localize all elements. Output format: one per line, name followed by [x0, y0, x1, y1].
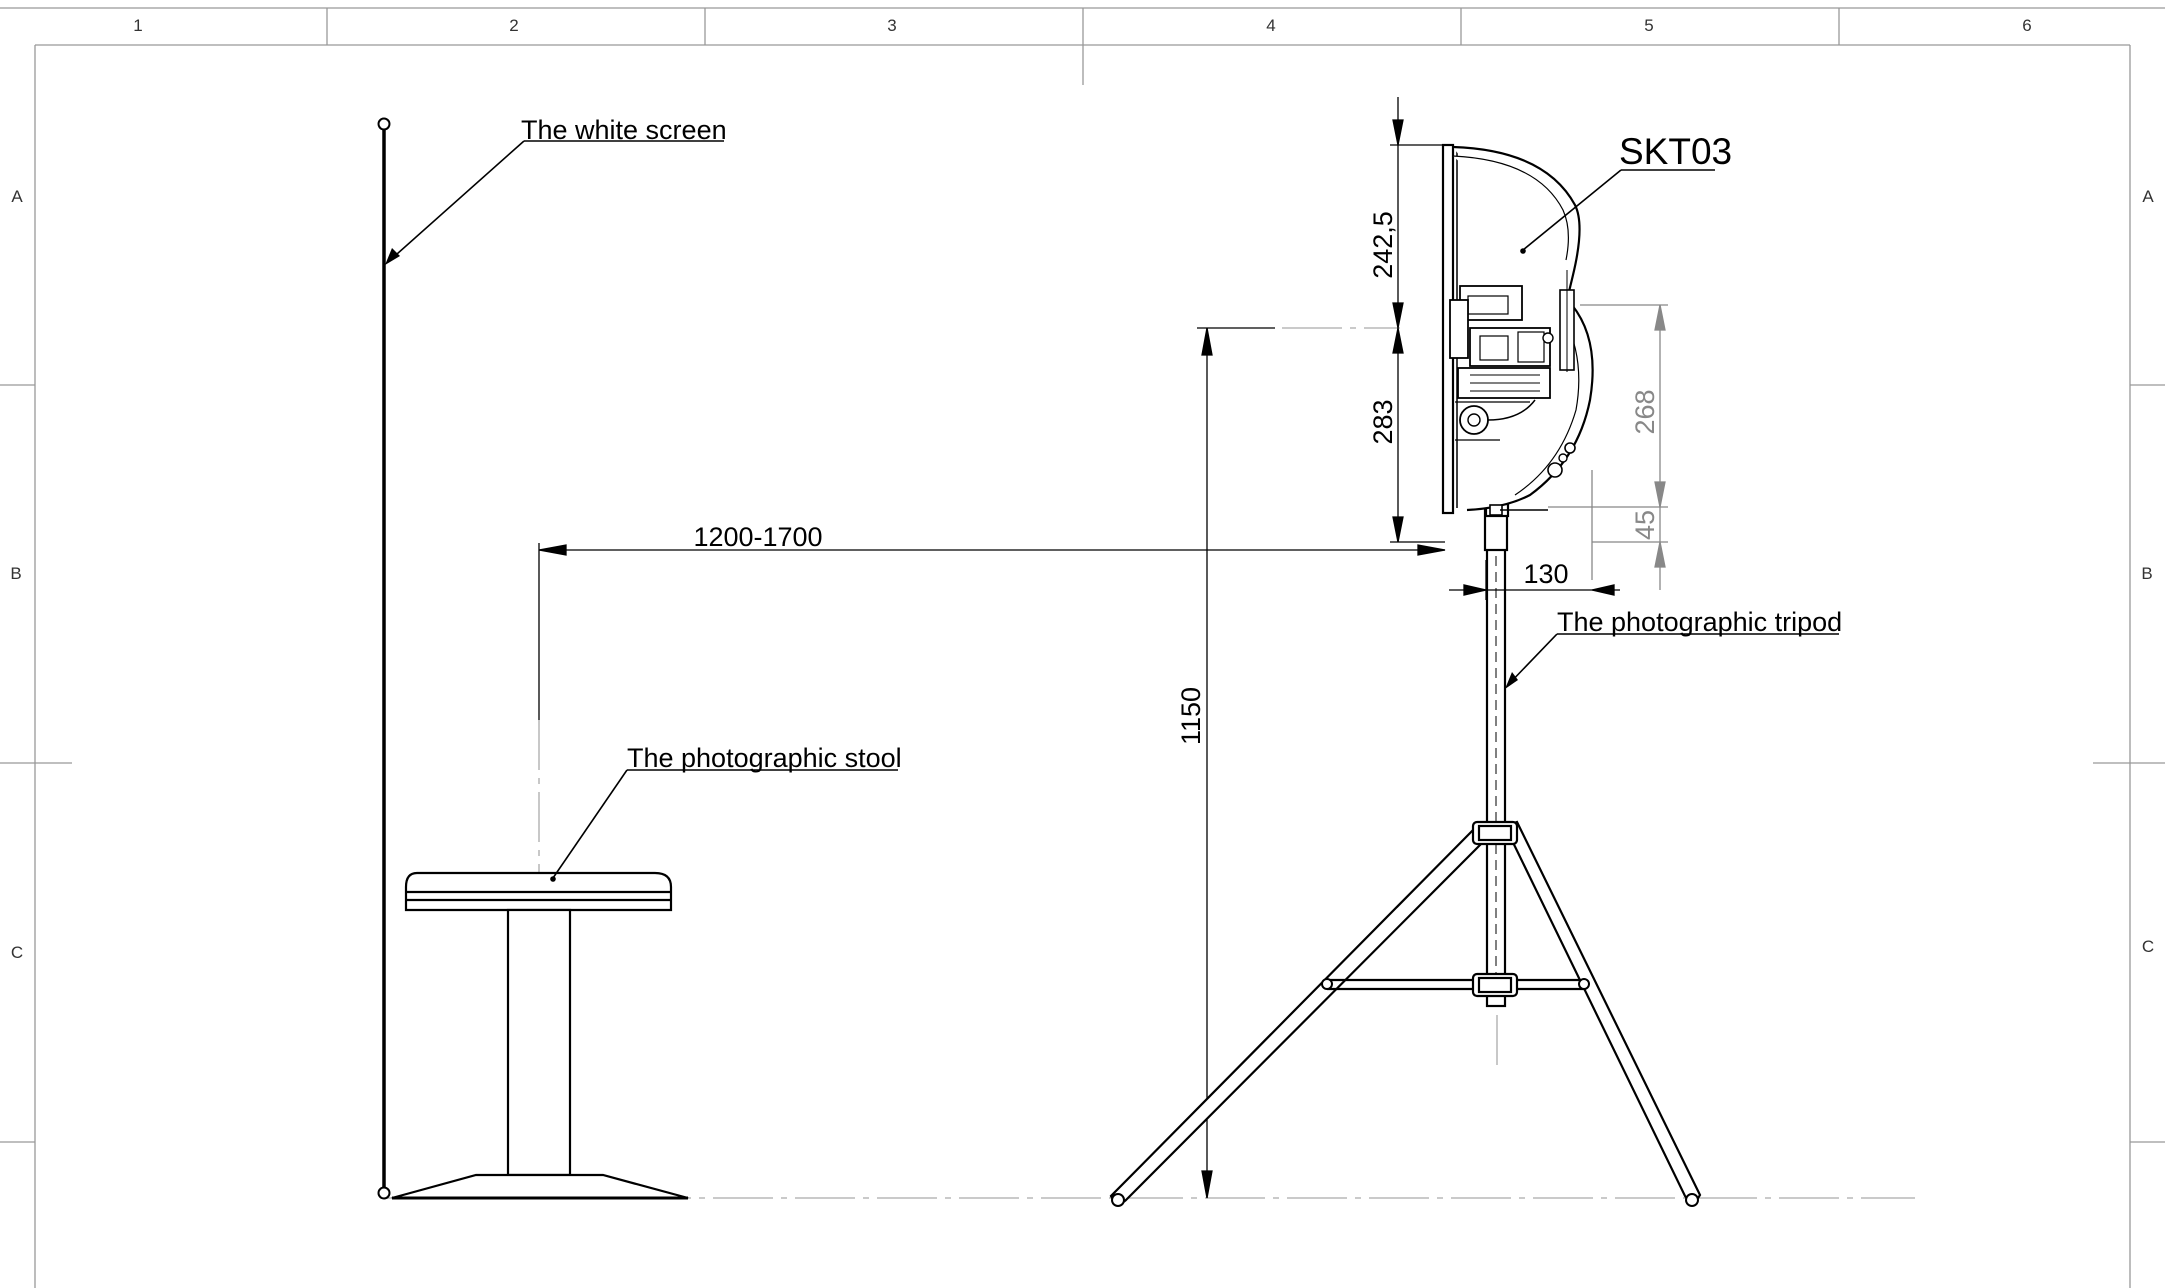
distance-dimension-label: 1200-1700 [693, 522, 822, 552]
row-label-left-a: A [11, 187, 23, 206]
row-label-left-b: B [10, 564, 21, 583]
row-label-right-a: A [2142, 187, 2154, 206]
tripod-callout: The photographic tripod [1505, 607, 1842, 689]
column-label-4: 4 [1266, 16, 1275, 35]
skt03-device [1441, 143, 1594, 516]
device-right-dimensions [1548, 304, 1668, 590]
right-upper-dimension-label: 268 [1630, 389, 1660, 434]
upper-dimension-label: 242,5 [1368, 211, 1398, 279]
row-label-right-c: C [2142, 937, 2154, 956]
column-label-5: 5 [1644, 16, 1653, 35]
column-label-6: 6 [2022, 16, 2031, 35]
tripod-label: The photographic tripod [1557, 607, 1842, 637]
lower-dimension-label: 283 [1368, 399, 1398, 444]
distance-dimension [538, 543, 1446, 720]
sheet-frame [0, 7, 2165, 1288]
column-label-1: 1 [133, 16, 142, 35]
column-label-3: 3 [887, 16, 896, 35]
row-label-right-b: B [2141, 564, 2152, 583]
stool-callout: The photographic stool [550, 743, 902, 882]
width-dimension [1449, 560, 1620, 600]
row-label-left-c: C [11, 943, 23, 962]
width-dimension-label: 130 [1523, 559, 1568, 589]
height-dimension-label: 1150 [1176, 687, 1206, 745]
photographic-stool [391, 871, 689, 1200]
height-dimension [1197, 327, 1400, 1199]
white-screen [377, 117, 391, 1200]
right-lower-dimension-label: 45 [1630, 510, 1660, 540]
photographic-tripod [1109, 502, 1702, 1207]
stool-label: The photographic stool [627, 743, 902, 773]
skt03-label: SKT03 [1619, 131, 1732, 172]
skt03-callout: SKT03 [1520, 131, 1732, 254]
row-labels: A B C A B C [10, 187, 2154, 962]
white-screen-callout: The white screen [385, 115, 727, 265]
column-labels: 1 2 3 4 5 6 [133, 16, 2031, 35]
white-screen-label: The white screen [521, 115, 727, 145]
column-label-2: 2 [509, 16, 518, 35]
device-left-dimensions [1390, 97, 1445, 543]
